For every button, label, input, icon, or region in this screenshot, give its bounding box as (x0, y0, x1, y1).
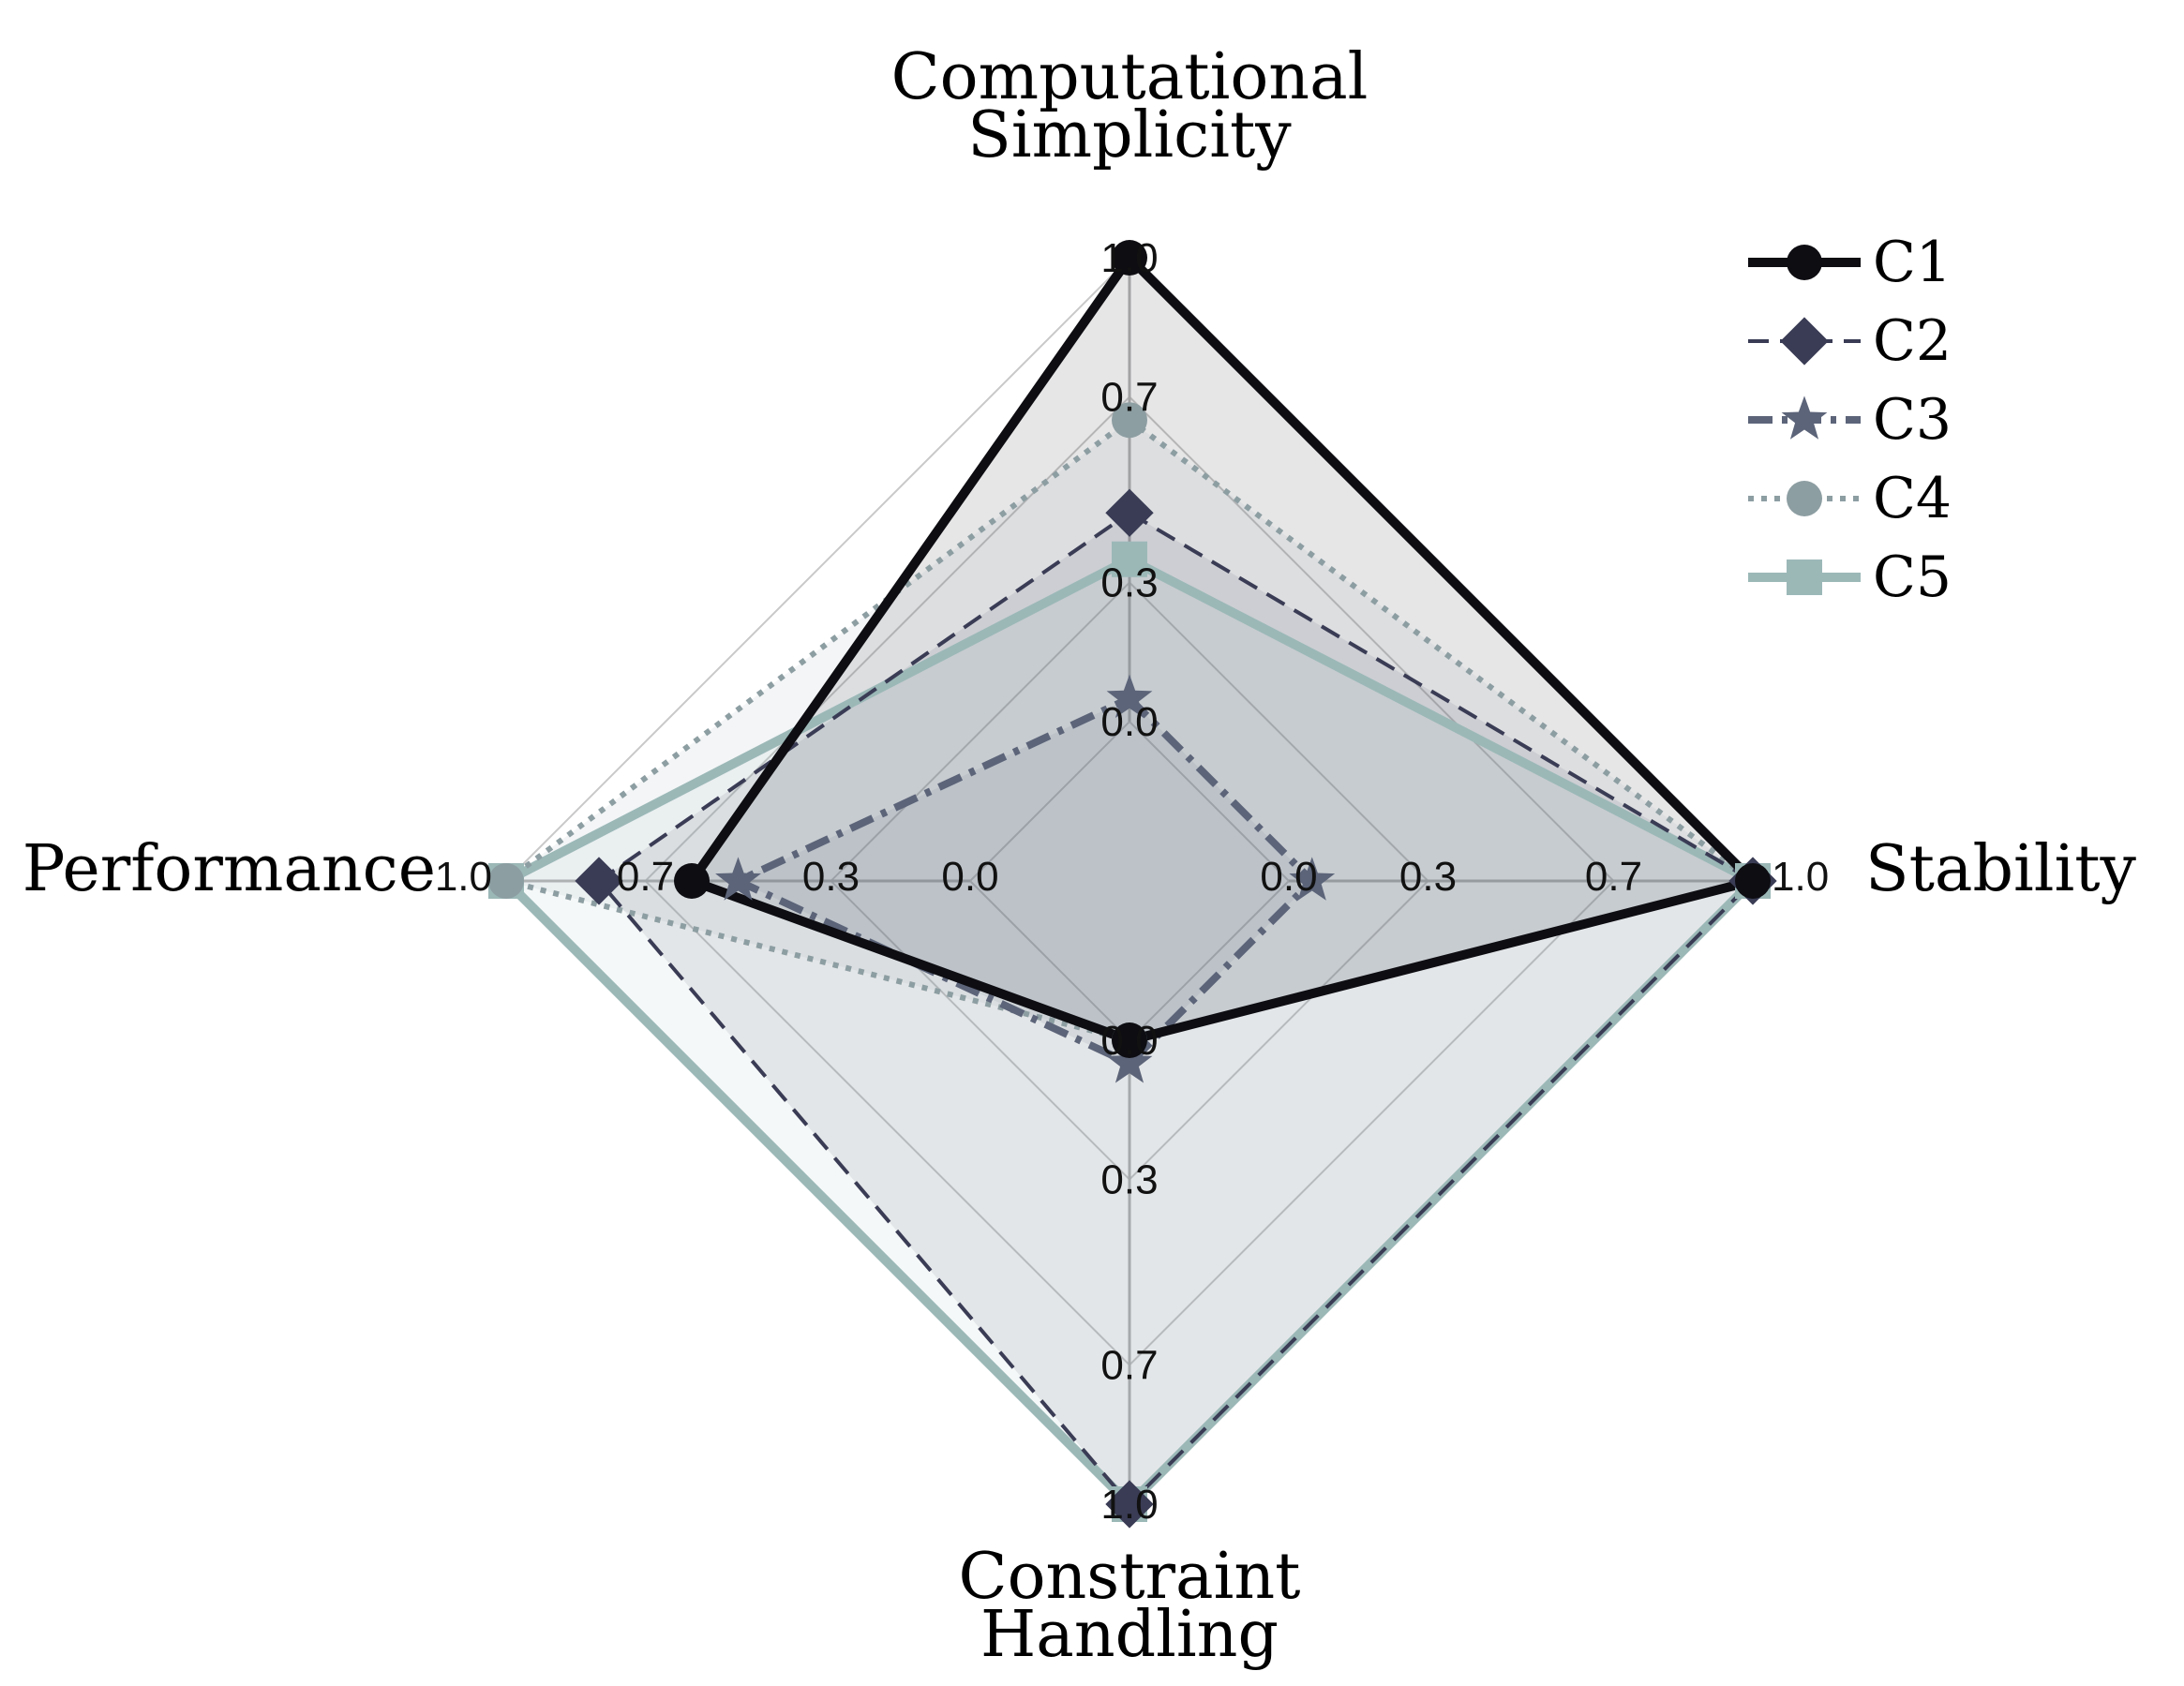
axis-title-layer: ComputationalSimplicityStabilityConstrai… (22, 40, 2137, 1672)
legend-marker-C4 (1787, 481, 1822, 516)
legend-marker-C3 (1781, 395, 1828, 440)
series-fill-C4 (506, 420, 1753, 1040)
series-fill-C1 (692, 258, 1753, 1040)
series-marker-C2-2 (1105, 1480, 1154, 1529)
tick-label: 0.0 (941, 854, 998, 900)
series-marker-C3-3 (715, 857, 761, 901)
axis-title-3: Performance (22, 832, 436, 906)
tick-label: 1.0 (435, 854, 492, 900)
tick-label: 1.0 (1772, 854, 1829, 900)
axis-title-1: Stability (1865, 832, 2137, 906)
tick-label: 0.3 (802, 854, 860, 900)
tick-label: 0.3 (1100, 560, 1158, 606)
tick-label: 0.0 (1260, 854, 1317, 900)
tick-label: 0.7 (1585, 854, 1642, 900)
axis-title-2: Constraint (959, 1540, 1301, 1614)
series-marker-C3-1 (1289, 857, 1336, 901)
series-marker-C1-0 (1112, 240, 1147, 276)
tick-label: 0.0 (1100, 699, 1158, 745)
series-marker-C1-2 (1112, 1022, 1147, 1058)
legend-marker-C1 (1787, 245, 1822, 280)
tick-label: 0.0 (1100, 1018, 1158, 1064)
tick-label: 0.7 (1100, 1343, 1158, 1389)
legend-label-C3: C3 (1873, 387, 1952, 453)
series-fill-C3 (738, 698, 1312, 1064)
series-line-C3 (729, 694, 1318, 1068)
legend-label-C2: C2 (1873, 308, 1952, 374)
axis-title-0: Simplicity (967, 98, 1292, 172)
tick-label: 1.0 (1100, 1482, 1158, 1528)
tick-label: 0.3 (1100, 1157, 1158, 1203)
series-marker-C4-0 (1112, 402, 1147, 439)
tick-label: 0.3 (1399, 854, 1457, 900)
series-marker-C3-2 (1106, 1039, 1153, 1083)
tick-label: 0.7 (1100, 375, 1158, 421)
legend-label-C4: C4 (1873, 466, 1952, 531)
series-fill-C2 (599, 513, 1753, 1504)
series-marker-layer (488, 240, 1777, 1529)
tick-label: 1.0 (1100, 235, 1158, 281)
tick-label: 0.7 (617, 854, 674, 900)
series-marker-C2-0 (1105, 488, 1154, 537)
tick-label-layer: 0.0 0.3 0.7 1.0 0.0 0.3 0.7 1.0 0.0 0.3 0.7 1.0 0.0 0… (435, 235, 1829, 1528)
series-marker-C2-3 (575, 857, 623, 905)
series-marker-C3-0 (1106, 674, 1153, 719)
series-marker-C5-0 (1112, 541, 1147, 577)
series-marker-C1-1 (1735, 863, 1771, 899)
series-marker-C4-3 (488, 863, 524, 899)
axis-title-0: Computational (891, 40, 1369, 114)
legend-marker-C5 (1787, 560, 1822, 595)
axis-title-2: Handling (980, 1598, 1279, 1672)
series-marker-C1-3 (674, 863, 710, 899)
legend-marker-C2 (1780, 317, 1829, 366)
legend-label-C5: C5 (1873, 545, 1952, 610)
legend-label-C1: C1 (1873, 230, 1952, 295)
